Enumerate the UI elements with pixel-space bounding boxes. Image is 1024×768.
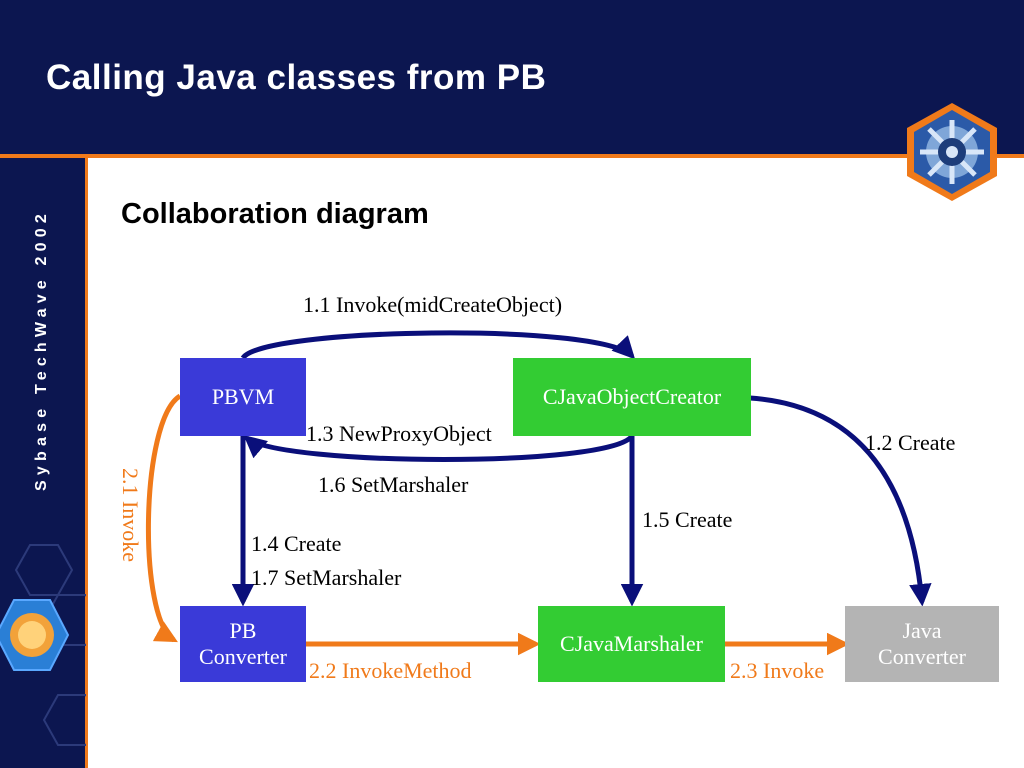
node-pb-converter-label-line1: PB [229, 617, 257, 643]
hexagon-pattern-icon [0, 544, 86, 746]
edge-2-1-arrow [145, 393, 182, 643]
node-cjava-marshaler-label: CJavaMarshaler [560, 630, 703, 656]
edge-1-2-arrow [749, 395, 932, 607]
node-pbvm: PBVM [180, 358, 306, 436]
node-java-converter-label-line2: Converter [878, 644, 966, 669]
edge-2-1-label: 2.1 Invoke [118, 467, 143, 563]
edge-1-3-label: 1.3 NewProxyObject [306, 421, 492, 446]
header-divider [0, 154, 1024, 158]
node-java-converter: Java Converter [845, 606, 999, 682]
edge-1-7-label: 1.7 SetMarshaler [251, 565, 402, 590]
gear-hexagon-icon [907, 103, 997, 201]
node-pb-converter-label-line2: Converter [199, 644, 287, 669]
edge-1-1-label: 1.1 Invoke(midCreateObject) [303, 292, 563, 317]
node-cjava-marshaler: CJavaMarshaler [538, 606, 725, 682]
edge-1-3-arrow [243, 434, 635, 462]
edge-2-3-label: 2.3 Invoke [730, 658, 825, 683]
slide-subtitle: Collaboration diagram [121, 198, 429, 230]
edge-1-4-label: 1.4 Create [251, 531, 342, 556]
sidebar-divider [85, 158, 88, 768]
header-bar [0, 0, 1024, 154]
edge-2-2-label: 2.2 InvokeMethod [309, 658, 472, 683]
slide-title: Calling Java classes from PB [46, 58, 547, 97]
edge-1-6-label: 1.6 SetMarshaler [318, 472, 469, 497]
node-cjava-object-creator-label: CJavaObjectCreator [542, 383, 722, 409]
edge-1-5-label: 1.5 Create [642, 507, 733, 532]
node-cjava-object-creator: CJavaObjectCreator [513, 358, 751, 436]
edge-1-1-arrow [240, 330, 636, 360]
node-pb-converter: PB Converter [180, 606, 306, 682]
node-pbvm-label: PBVM [211, 383, 275, 409]
edge-1-2-label: 1.2 Create [865, 430, 956, 455]
node-java-converter-label-line1: Java [902, 617, 942, 643]
